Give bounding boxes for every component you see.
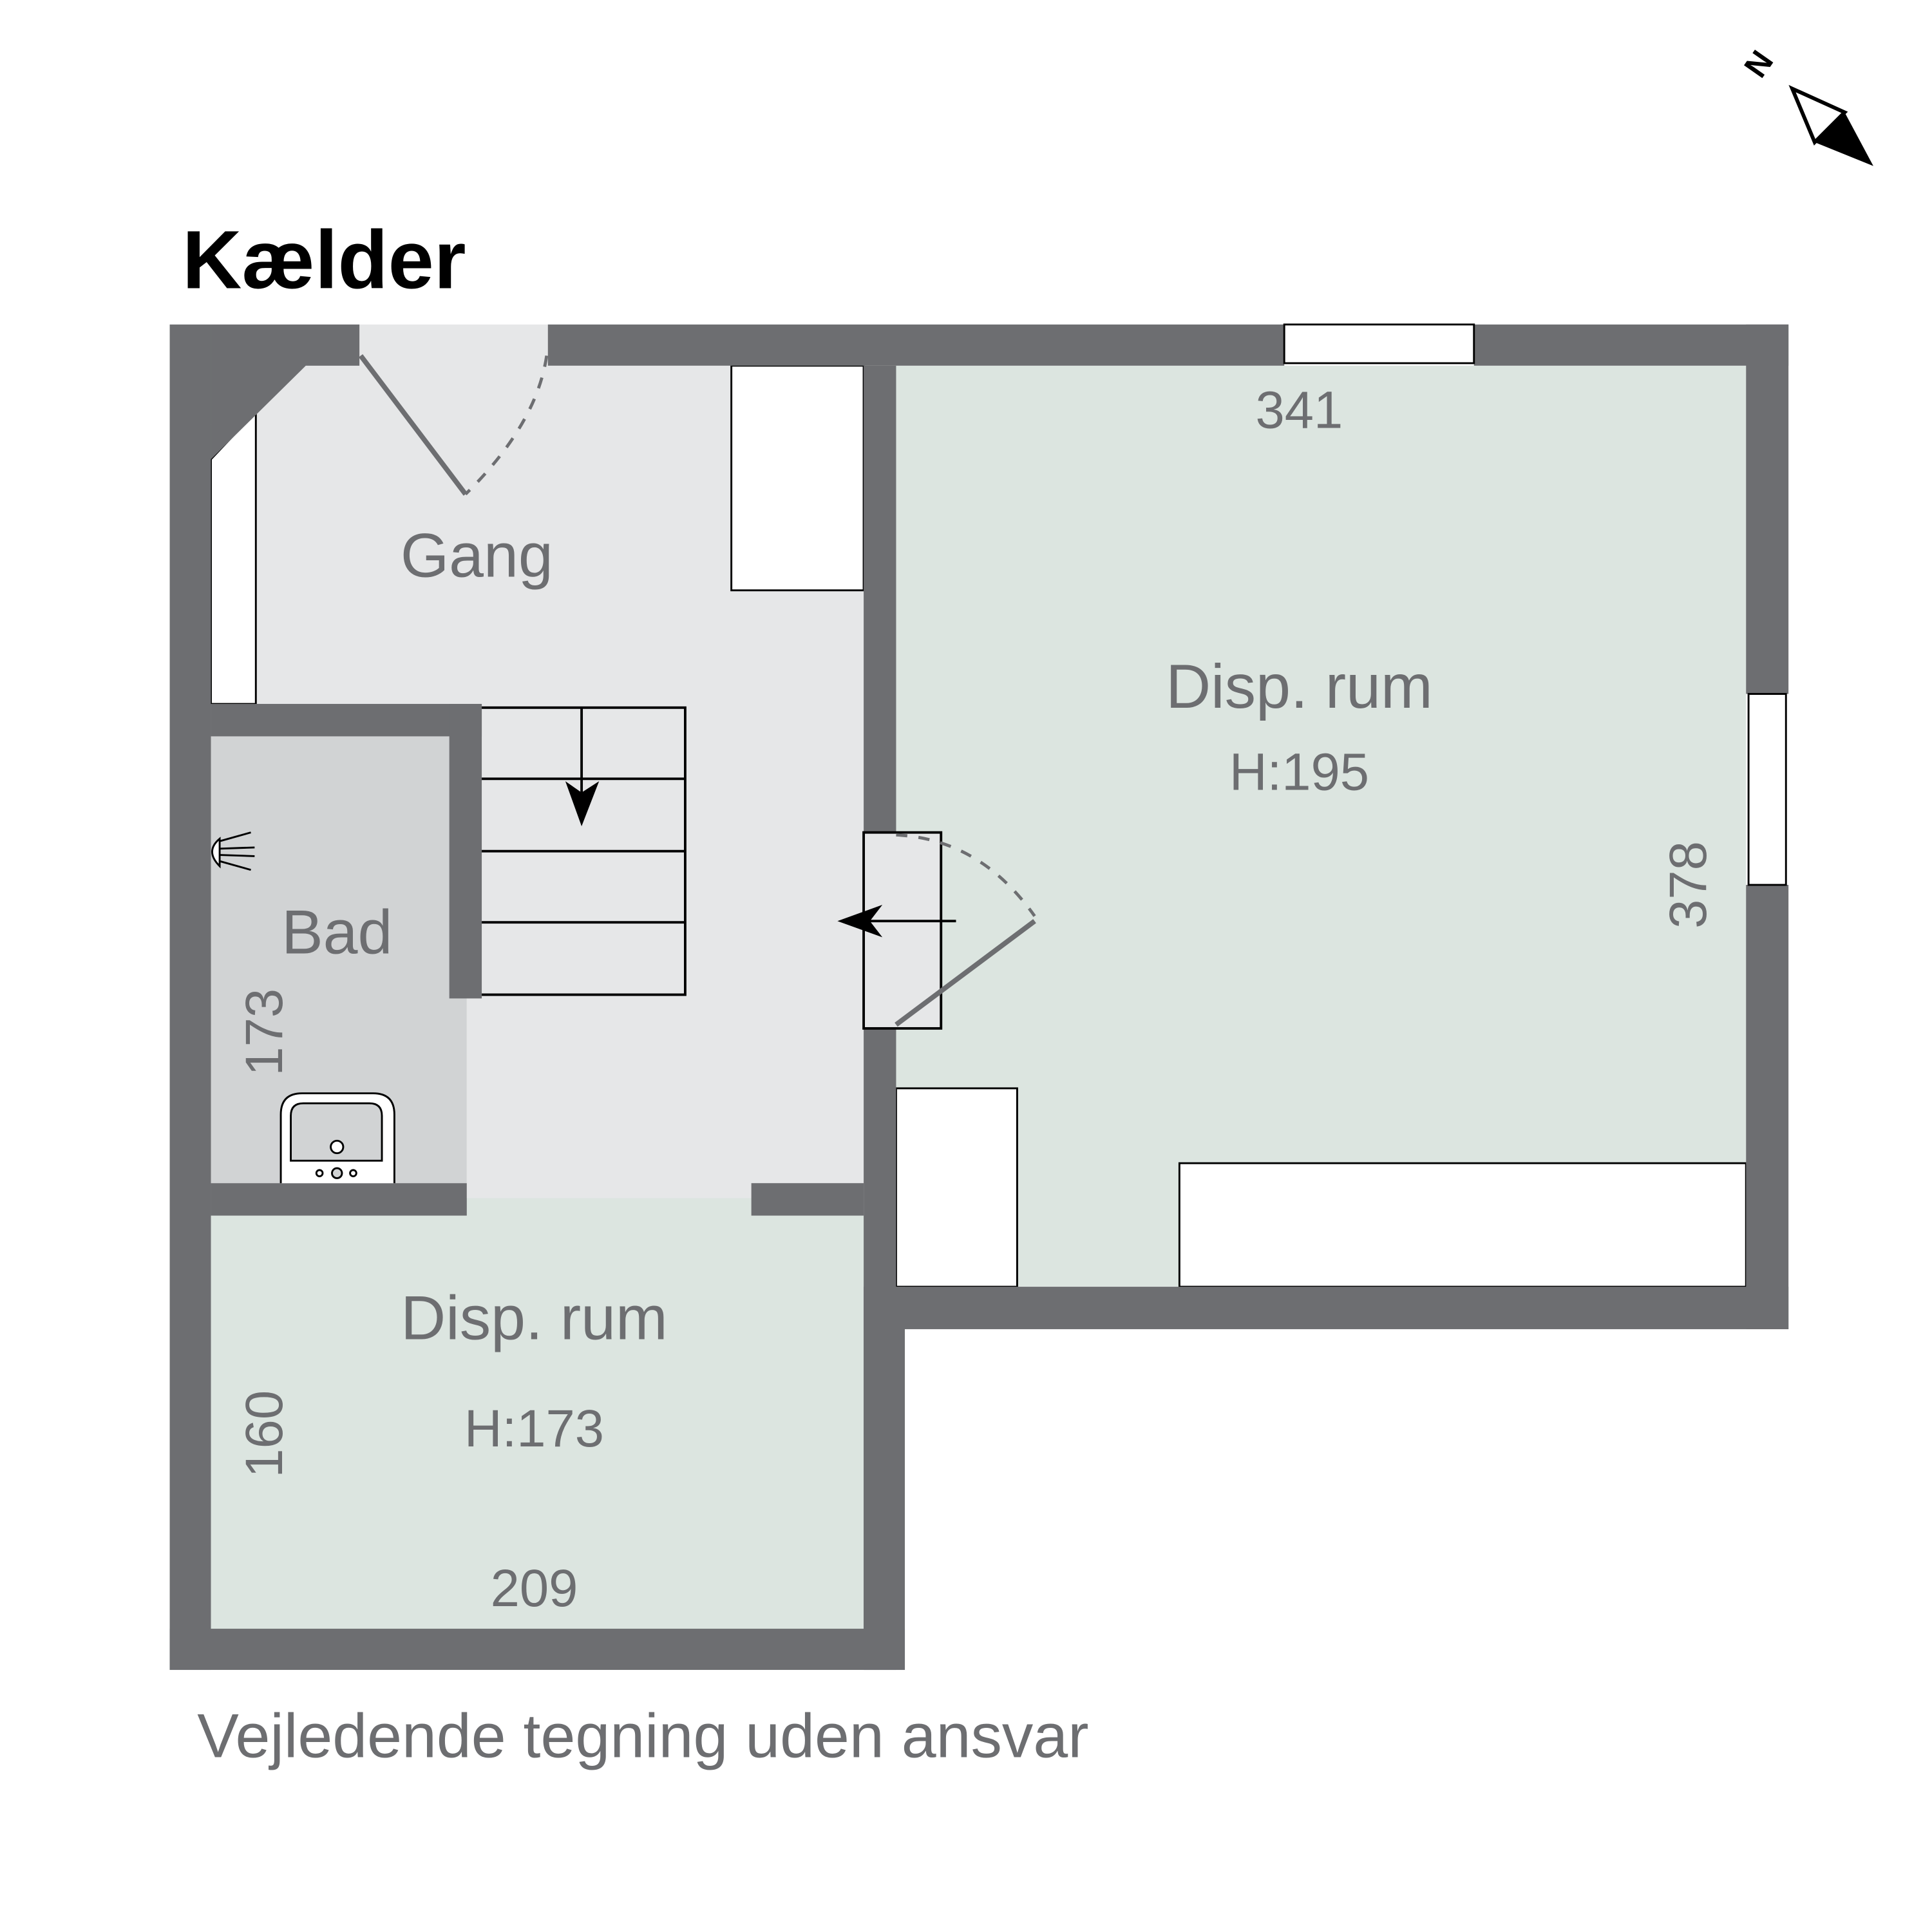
dimension-disp-large-length: 378 bbox=[1659, 841, 1718, 929]
sink-tap bbox=[331, 1167, 343, 1179]
window-icon bbox=[1283, 323, 1475, 365]
walls bbox=[169, 324, 1789, 1671]
floors bbox=[211, 324, 1747, 1629]
wall-top-left bbox=[169, 324, 360, 460]
door-arc bbox=[464, 355, 549, 496]
wall-mid-left bbox=[211, 1183, 467, 1216]
room-label-bad: Bad bbox=[281, 897, 392, 967]
floor-title: Kælder bbox=[182, 214, 466, 307]
wall-right-lower bbox=[1746, 885, 1789, 1329]
wall-bad-top bbox=[211, 704, 482, 737]
shower-icon bbox=[211, 831, 255, 871]
disp-closet-right bbox=[1178, 1162, 1747, 1288]
wall-right-upper bbox=[1746, 324, 1789, 694]
window-icon bbox=[1747, 693, 1787, 886]
room-gang-floor bbox=[256, 365, 864, 1198]
sink-drain bbox=[330, 1139, 345, 1155]
direction-arrow-icon bbox=[837, 905, 883, 938]
wall-top-middle bbox=[547, 324, 1285, 366]
sink-knob bbox=[349, 1169, 357, 1178]
door-arc bbox=[896, 833, 1036, 917]
gang-door-opening bbox=[359, 324, 548, 367]
room-disp-large-floor bbox=[896, 365, 1747, 1287]
dimension-bad: 173 bbox=[235, 989, 294, 1076]
wall-outer-left bbox=[169, 324, 211, 1671]
north-arrow-icon: N bbox=[1737, 44, 1873, 166]
gang-closet bbox=[730, 365, 865, 592]
compass-label: N bbox=[1737, 44, 1781, 84]
wall-top-right bbox=[1473, 324, 1789, 366]
built-ins bbox=[210, 365, 1747, 1288]
door-entrance bbox=[358, 354, 549, 496]
disclaimer-note: Vejledende tegning uden ansvar bbox=[197, 1701, 1088, 1771]
wall-small-right bbox=[864, 1287, 905, 1671]
shower-head bbox=[211, 837, 221, 869]
dimension-disp-small-width: 209 bbox=[491, 1559, 578, 1618]
ceiling-height-disp-large: H:195 bbox=[1229, 743, 1369, 802]
windows bbox=[1283, 323, 1787, 886]
stairs-icon bbox=[482, 706, 687, 996]
disp-closet-left bbox=[895, 1087, 1018, 1288]
dimension-disp-small-length: 160 bbox=[235, 1390, 294, 1478]
sink-icon bbox=[279, 1092, 395, 1184]
room-label-disp-large: Disp. rum bbox=[1166, 651, 1432, 721]
dimension-disp-large-width: 341 bbox=[1256, 381, 1343, 440]
sink-basin-inner bbox=[290, 1102, 383, 1162]
sink-knob bbox=[315, 1169, 324, 1178]
room-label-disp-small: Disp. rum bbox=[401, 1282, 667, 1352]
door-swing-icon bbox=[358, 354, 468, 496]
room-disp-small-floor bbox=[211, 1198, 864, 1629]
gang-alcove bbox=[210, 409, 257, 705]
room-label-gang: Gang bbox=[401, 520, 553, 590]
door-disp-large bbox=[837, 831, 1036, 1030]
wall-disp-bottom bbox=[864, 1287, 1789, 1329]
wall-center-upper bbox=[864, 365, 896, 833]
ceiling-height-disp-small: H:173 bbox=[464, 1399, 604, 1458]
wall-bad-right bbox=[449, 704, 482, 999]
door-swing-icon bbox=[895, 919, 1036, 1027]
compass-south-half bbox=[1814, 112, 1873, 166]
wall-bottom bbox=[169, 1629, 905, 1671]
wall-mid-right bbox=[751, 1183, 864, 1216]
stairs-down-arrow-icon bbox=[565, 781, 600, 826]
